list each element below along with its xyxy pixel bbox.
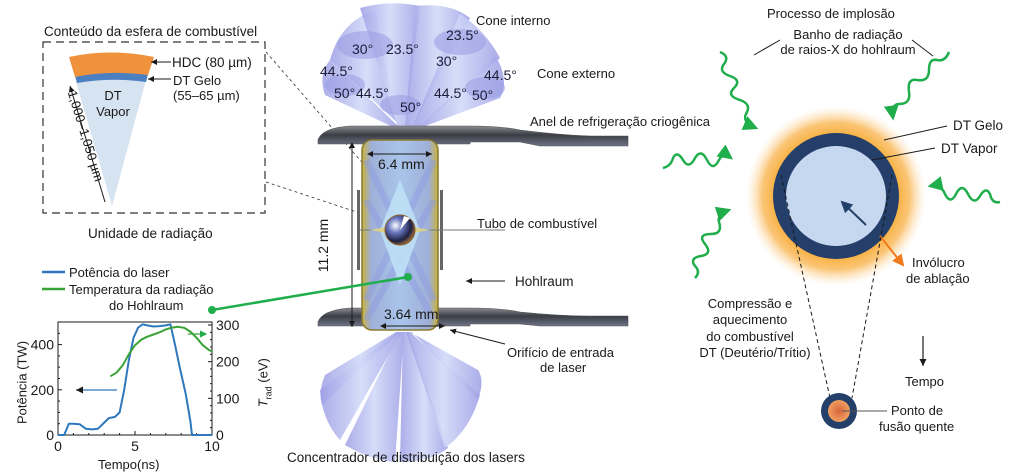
dashed-frame (42, 41, 266, 214)
top-laser-cone (322, 3, 505, 129)
dt-vapor-leader (871, 147, 936, 161)
hohlraum-label: Hohlraum (515, 274, 574, 289)
implosion-title: Processo de implosão (767, 6, 895, 21)
laser-power-chart: 0 5 10 0 200 400 0 100 200 300 (31, 270, 240, 454)
angle-label: 23.5° (446, 27, 479, 43)
dt-ice-shell-label: DT Gelo (953, 118, 1004, 133)
angle-label: 23.5° (386, 41, 419, 57)
dt-vapor-label-1: DT (104, 88, 122, 103)
laser-entrance-label-1: Orifício de entrada (507, 345, 614, 360)
hdc-band (69, 52, 154, 77)
left-wall-strip (357, 190, 360, 270)
angle-label: 44.5° (434, 85, 467, 101)
height-label: 11.2 mm (315, 218, 332, 273)
compression-line-left (780, 174, 831, 399)
t-rad-symbol: T (255, 399, 271, 408)
xray-leader-right (911, 39, 934, 57)
x-tick-label: 0 (54, 438, 62, 454)
hohlraum-link-dot (404, 273, 412, 281)
hot-spot (828, 400, 850, 422)
compression-line-right (851, 174, 893, 399)
dt-ice-thickness: (55–65 µm) (173, 88, 240, 103)
radius-arrow (68, 85, 106, 203)
angle-label: 44.5° (484, 67, 517, 83)
chart-link-dot (208, 306, 216, 314)
angle-label: 30° (352, 41, 373, 57)
compression-label-3: do combustível (706, 329, 794, 344)
angle-label: 44.5° (320, 63, 353, 79)
fuel-capsule-panel (42, 41, 421, 230)
laser-power-line (58, 323, 212, 436)
hotspot-label-1: Ponto de (891, 403, 944, 418)
dt-vapor-label-2: Vapor (96, 104, 130, 119)
hotspot-label-2: fusão quente (879, 419, 955, 434)
chart-series (58, 323, 213, 436)
y-ticks-left: 0 200 400 (31, 332, 62, 443)
dt-ice-band (75, 72, 148, 83)
y-tick-label: 200 (31, 382, 55, 398)
dt-vapor-core-label: DT Vapor (941, 141, 998, 156)
hdc-label: HDC (80 µm) (172, 55, 252, 70)
ablation-arrow (879, 235, 905, 267)
width-top-label: 6.4 mm (378, 156, 425, 172)
outer-cone-label: Cone externo (537, 66, 616, 81)
laser-entrance-pointer (449, 328, 506, 345)
hohlraum-target (208, 3, 629, 462)
implosion-panel (662, 39, 1001, 429)
xray-bath-label-2: de raios-X do hohlraum (780, 42, 916, 57)
laser-entrance-label-2: de laser (540, 360, 587, 375)
compression-label-1: Compressão e (707, 296, 793, 311)
y-axis-label-left: Potência (TW) (14, 340, 30, 425)
t-rad-unit: (eV) (255, 358, 271, 383)
legend-trad-2: do Hohlraum (109, 298, 184, 313)
angle-label: 50° (472, 87, 493, 103)
ablation-label-2: de ablação (906, 271, 970, 286)
dt-ice-label: DT Gelo (173, 73, 222, 88)
dt-vapor-wedge (76, 77, 146, 207)
bottom-laser-cone (320, 332, 482, 462)
x-axis-label: Tempo(ns) (98, 457, 160, 472)
xray-bath-label-1: Banho de radiação (793, 27, 903, 42)
t-rad-subscript: rad (263, 386, 274, 400)
width-bottom-label: 3.64 mm (384, 306, 439, 322)
dt-vapor-core (786, 146, 886, 246)
cone-angle-labels: 30° 23.5° 23.5° 30° 44.5° 44.5° 50° 44.5… (320, 27, 517, 115)
capsule-cutaway (400, 216, 410, 230)
angle-label: 50° (400, 99, 421, 115)
y-tick-label: 400 (31, 337, 55, 353)
x-ticks: 0 5 10 (54, 431, 220, 454)
x-tick-label: 10 (204, 438, 220, 454)
x-tick-label: 5 (131, 438, 139, 454)
angle-label: 50° (334, 85, 355, 101)
implosion-arrow (840, 200, 867, 226)
y-tick-label: 0 (46, 427, 54, 443)
fuel-tube-label: Tubo de combustível (477, 216, 598, 231)
time-label: Tempo (905, 374, 945, 389)
radiation-unit-caption: Unidade de radiação (88, 226, 213, 241)
inner-cone-label: Cone interno (476, 13, 551, 28)
laser-distribution-caption: Concentrador de distribuição dos lasers (287, 450, 525, 465)
fuel-capsule-title: Conteúdo da esfera de combustível (44, 24, 258, 39)
radiation-temperature-line (109, 325, 213, 378)
y2-tick-label: 300 (216, 317, 240, 333)
y-ticks-right: 0 100 200 300 (208, 317, 240, 443)
legend-laser-power: Potência do laser (69, 265, 170, 280)
legend-trad: Temperatura da radiação (69, 282, 214, 297)
compression-label-2: aquecimento (712, 312, 788, 327)
xray-waves (662, 50, 1001, 279)
chart-link-line (211, 275, 409, 312)
y2-tick-label: 100 (216, 390, 240, 406)
y2-tick-label: 0 (216, 427, 224, 443)
compression-label-4: DT (Deutério/Trítio) (699, 345, 811, 360)
angle-label: 44.5° (356, 85, 389, 101)
cooling-ring-label: Anel de refrigeração criogênica (530, 114, 710, 129)
ablation-label-1: Invólucro (912, 255, 965, 270)
y2-tick-label: 200 (216, 354, 240, 370)
xray-leader-left (753, 39, 781, 56)
dt-ice-leader (883, 125, 948, 141)
angle-label: 30° (436, 53, 457, 69)
y-axis-label-right: Trad (eV) (256, 337, 277, 407)
